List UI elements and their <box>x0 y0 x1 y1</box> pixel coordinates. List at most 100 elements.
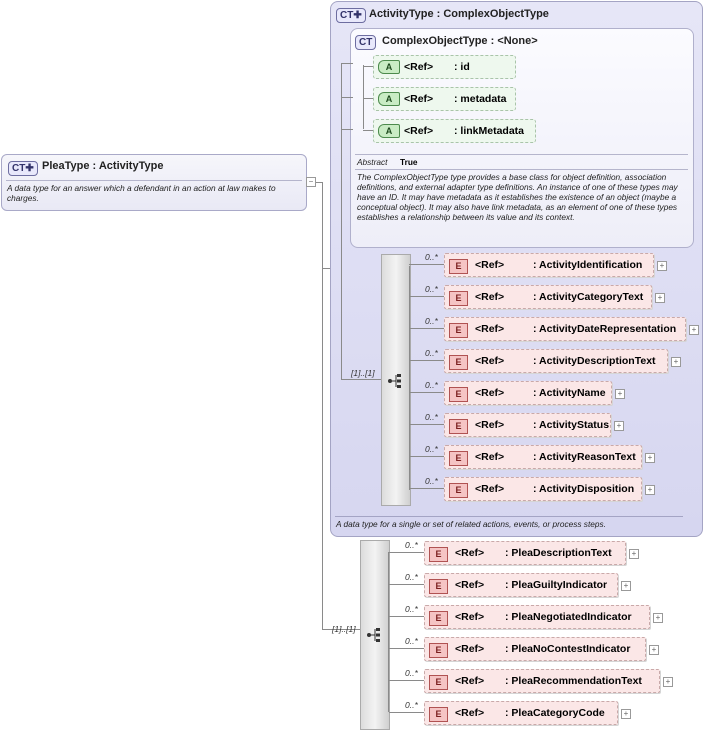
element-icon: E <box>429 707 448 722</box>
element-node[interactable]: E <Ref> : ActivityIdentification <box>444 253 654 277</box>
complex-object-type-box[interactable]: CT ComplexObjectType : <None> A <Ref> : … <box>350 28 694 248</box>
element-node[interactable]: E<Ref>: PleaRecommendationText <box>424 669 660 693</box>
element-icon: E <box>429 579 448 594</box>
complex-type-icon: CT <box>355 35 377 50</box>
expand-plus-icon[interactable]: + <box>653 613 663 623</box>
element-occurrence: 0..* <box>425 380 438 390</box>
element-occurrence: 0..* <box>405 604 418 614</box>
element-node[interactable]: E<Ref>: ActivityName <box>444 381 612 405</box>
element-node[interactable]: E<Ref>: ActivityDescriptionText <box>444 349 668 373</box>
element-occurrence: 0..* <box>425 348 438 358</box>
element-icon: E <box>449 259 468 274</box>
attribute-metadata[interactable]: A <Ref> : metadata <box>373 87 516 111</box>
attribute-ref: <Ref> <box>404 125 434 137</box>
element-ref: <Ref> <box>455 707 485 719</box>
expand-plus-icon[interactable]: + <box>657 261 667 271</box>
attribute-id[interactable]: A <Ref> : id <box>373 55 516 79</box>
attribute-ref: <Ref> <box>404 93 434 105</box>
plea-type-box[interactable]: CT✚ PleaType : ActivityType A data type … <box>1 154 307 211</box>
connector-line <box>389 680 424 681</box>
connector-line <box>389 552 424 553</box>
element-node[interactable]: E<Ref>: PleaNoContestIndicator <box>424 637 646 661</box>
expand-plus-icon[interactable]: + <box>629 549 639 559</box>
attribute-name: : linkMetadata <box>454 125 525 137</box>
expand-plus-icon[interactable]: + <box>621 581 631 591</box>
attribute-link-metadata[interactable]: A <Ref> : linkMetadata <box>373 119 536 143</box>
element-occurrence: 0..* <box>405 540 418 550</box>
element-name: : ActivityDescriptionText <box>533 355 656 367</box>
element-name: : PleaDescriptionText <box>505 547 612 559</box>
element-occurrence: 0..* <box>405 700 418 710</box>
element-name: : PleaRecommendationText <box>505 675 642 687</box>
element-icon: E <box>449 291 468 306</box>
element-occurrence: 0..* <box>405 668 418 678</box>
connector-line <box>322 182 323 629</box>
element-name: : PleaNoContestIndicator <box>505 643 631 655</box>
element-node[interactable]: E<Ref>: ActivityCategoryText <box>444 285 652 309</box>
sequence-compositor-icon <box>367 628 380 642</box>
element-name: : ActivityDisposition <box>533 483 635 495</box>
divider <box>355 169 688 170</box>
element-node[interactable]: E<Ref>: ActivityStatus <box>444 413 611 437</box>
attribute-icon: A <box>378 60 400 74</box>
expand-plus-icon[interactable]: + <box>645 485 655 495</box>
element-node[interactable]: E <Ref> : PleaNegotiatedIndicator <box>424 605 650 629</box>
abstract-label: Abstract <box>357 157 388 167</box>
expand-plus-icon[interactable]: + <box>615 389 625 399</box>
element-name: : ActivityStatus <box>533 419 610 431</box>
expand-plus-icon[interactable]: + <box>614 421 624 431</box>
connector-line <box>389 584 424 585</box>
complex-type-icon: CT✚ <box>336 8 366 23</box>
element-name: : PleaGuiltyIndicator <box>505 579 608 591</box>
connector-line <box>409 456 444 457</box>
activity-type-title: ActivityType : ComplexObjectType <box>369 8 549 20</box>
connector-line <box>409 488 444 489</box>
sequence-compositor[interactable] <box>381 254 411 506</box>
attribute-name: : metadata <box>454 93 507 105</box>
expand-plus-icon[interactable]: + <box>649 645 659 655</box>
element-node[interactable]: E<Ref>: ActivityDateRepresentation <box>444 317 686 341</box>
connector-line <box>409 424 444 425</box>
element-ref: <Ref> <box>475 387 505 399</box>
plea-type-description: A data type for an answer which a defend… <box>7 183 276 203</box>
element-ref: <Ref> <box>475 451 505 463</box>
element-occurrence: 0..* <box>425 316 438 326</box>
expand-plus-icon[interactable]: + <box>689 325 699 335</box>
complex-object-type-title: ComplexObjectType : <None> <box>382 35 538 47</box>
divider <box>335 516 683 517</box>
element-ref: <Ref> <box>455 675 485 687</box>
connector-line <box>363 65 364 129</box>
element-node[interactable]: E<Ref>: ActivityDisposition <box>444 477 642 501</box>
element-ref: <Ref> <box>455 611 485 623</box>
element-name: : ActivityIdentification <box>533 259 643 271</box>
connector-line <box>388 552 389 712</box>
expand-plus-icon[interactable]: − <box>306 177 316 187</box>
element-node[interactable]: E<Ref>: ActivityReasonText <box>444 445 642 469</box>
expand-plus-icon[interactable]: + <box>645 453 655 463</box>
connector-line <box>341 129 353 130</box>
element-name: : ActivityReasonText <box>533 451 636 463</box>
element-node[interactable]: E<Ref>: PleaDescriptionText <box>424 541 626 565</box>
connector-line <box>389 712 424 713</box>
sequence-compositor[interactable] <box>360 540 390 730</box>
sequence-compositor-icon <box>388 374 401 388</box>
expand-plus-icon[interactable]: + <box>671 357 681 367</box>
element-node[interactable]: E<Ref>: PleaCategoryCode <box>424 701 618 725</box>
element-ref: <Ref> <box>475 419 505 431</box>
element-name: : PleaNegotiatedIndicator <box>505 611 632 623</box>
element-icon: E <box>429 611 448 626</box>
element-node[interactable]: E<Ref>: PleaGuiltyIndicator <box>424 573 618 597</box>
element-icon: E <box>449 483 468 498</box>
expand-plus-icon[interactable]: + <box>621 709 631 719</box>
complex-object-type-description: The ComplexObjectType type provides a ba… <box>357 172 678 222</box>
element-ref: <Ref> <box>475 323 505 335</box>
expand-plus-icon[interactable]: + <box>655 293 665 303</box>
connector-line <box>341 63 353 64</box>
attribute-icon: A <box>378 124 400 138</box>
connector-line <box>389 616 424 617</box>
element-ref: <Ref> <box>475 259 505 271</box>
expand-plus-icon[interactable]: + <box>663 677 673 687</box>
divider <box>355 154 688 155</box>
element-icon: E <box>449 323 468 338</box>
attribute-ref: <Ref> <box>404 61 434 73</box>
